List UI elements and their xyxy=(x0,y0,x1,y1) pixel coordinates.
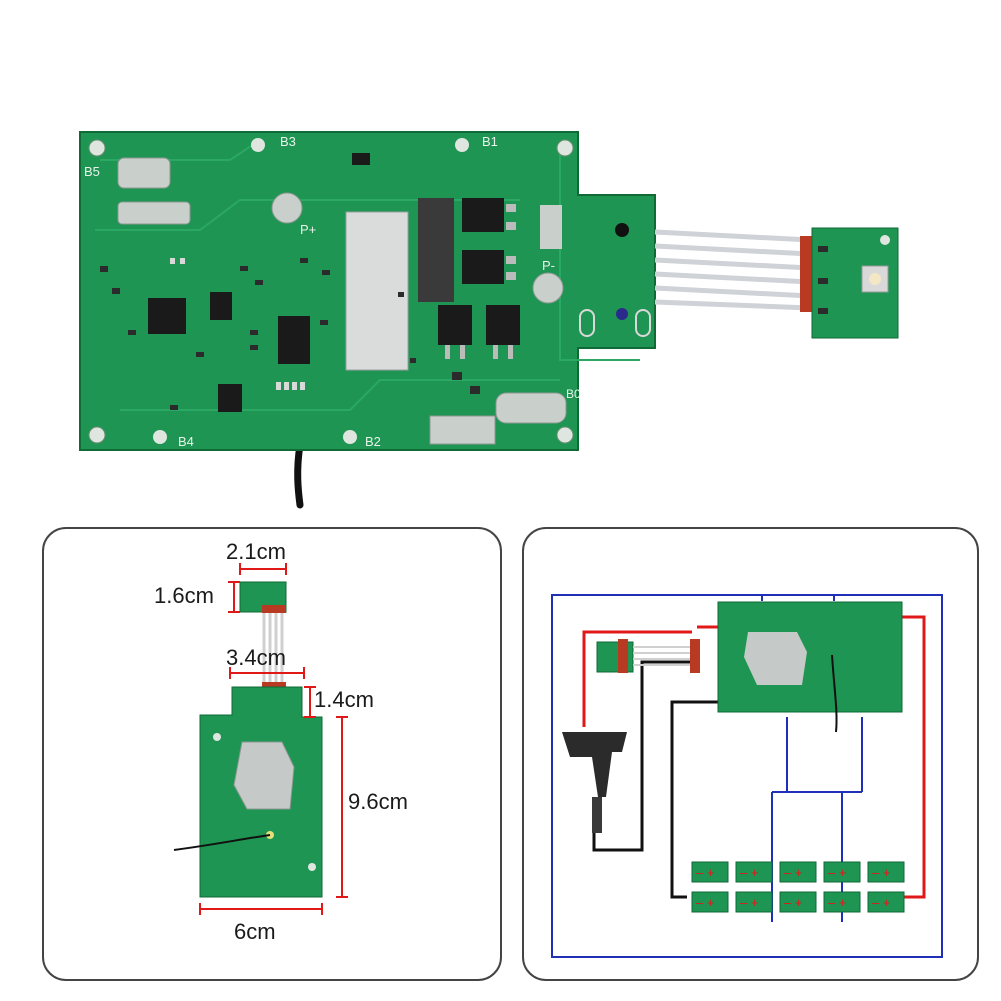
svg-text:‒ +: ‒ + xyxy=(696,865,714,880)
svg-text:‒ +: ‒ + xyxy=(740,865,758,880)
ribbon-cable xyxy=(654,229,812,312)
label-b2: B2 xyxy=(365,434,381,449)
small-board xyxy=(199,686,323,898)
svg-text:‒ +: ‒ + xyxy=(872,865,890,880)
wiring-diagram: ‒ + ‒ + ‒ + ‒ + ‒ + ‒ + ‒ + ‒ + ‒ + ‒ + xyxy=(551,594,943,958)
label-b5: B5 xyxy=(84,164,100,179)
svg-text:‒ +: ‒ + xyxy=(872,895,890,910)
svg-text:‒ +: ‒ + xyxy=(740,895,758,910)
button-board xyxy=(811,227,899,339)
label-b0: B0 xyxy=(566,387,581,401)
label-p-minus: P- xyxy=(542,258,555,273)
dim-connector-width: 3.4cm xyxy=(226,645,286,670)
label-b3: B3 xyxy=(280,134,296,149)
dim-connector-height: 1.4cm xyxy=(314,687,374,712)
battery-cells: ‒ + ‒ + ‒ + ‒ + ‒ + ‒ + ‒ + ‒ + ‒ + ‒ + xyxy=(691,861,905,913)
main-board-photo: B1 B2 B3 B4 B5 B0 P+ P- xyxy=(79,131,899,509)
dimension-lines xyxy=(199,563,348,915)
black-wires xyxy=(592,660,737,899)
svg-text:‒ +: ‒ + xyxy=(828,895,846,910)
label-b1: B1 xyxy=(482,134,498,149)
label-p-plus: P+ xyxy=(300,222,316,237)
dim-button-board-height: 1.6cm xyxy=(154,583,214,608)
dim-board-width: 6cm xyxy=(234,919,276,944)
label-b4: B4 xyxy=(178,434,194,449)
dim-board-height: 9.6cm xyxy=(348,789,408,814)
dimensions-figure: 2.1cm 1.6cm 3.4cm 1.4cm 9.6cm 6cm xyxy=(154,539,408,944)
dim-button-board-width: 2.1cm xyxy=(226,539,286,564)
svg-text:‒ +: ‒ + xyxy=(828,865,846,880)
svg-text:‒ +: ‒ + xyxy=(784,895,802,910)
main-pcb: B1 B2 B3 B4 B5 B0 P+ P- xyxy=(79,131,656,451)
diagram-board xyxy=(596,601,903,733)
svg-text:‒ +: ‒ + xyxy=(784,865,802,880)
battery-terminal xyxy=(562,732,627,833)
antenna-wire xyxy=(294,441,304,509)
svg-text:‒ +: ‒ + xyxy=(696,895,714,910)
